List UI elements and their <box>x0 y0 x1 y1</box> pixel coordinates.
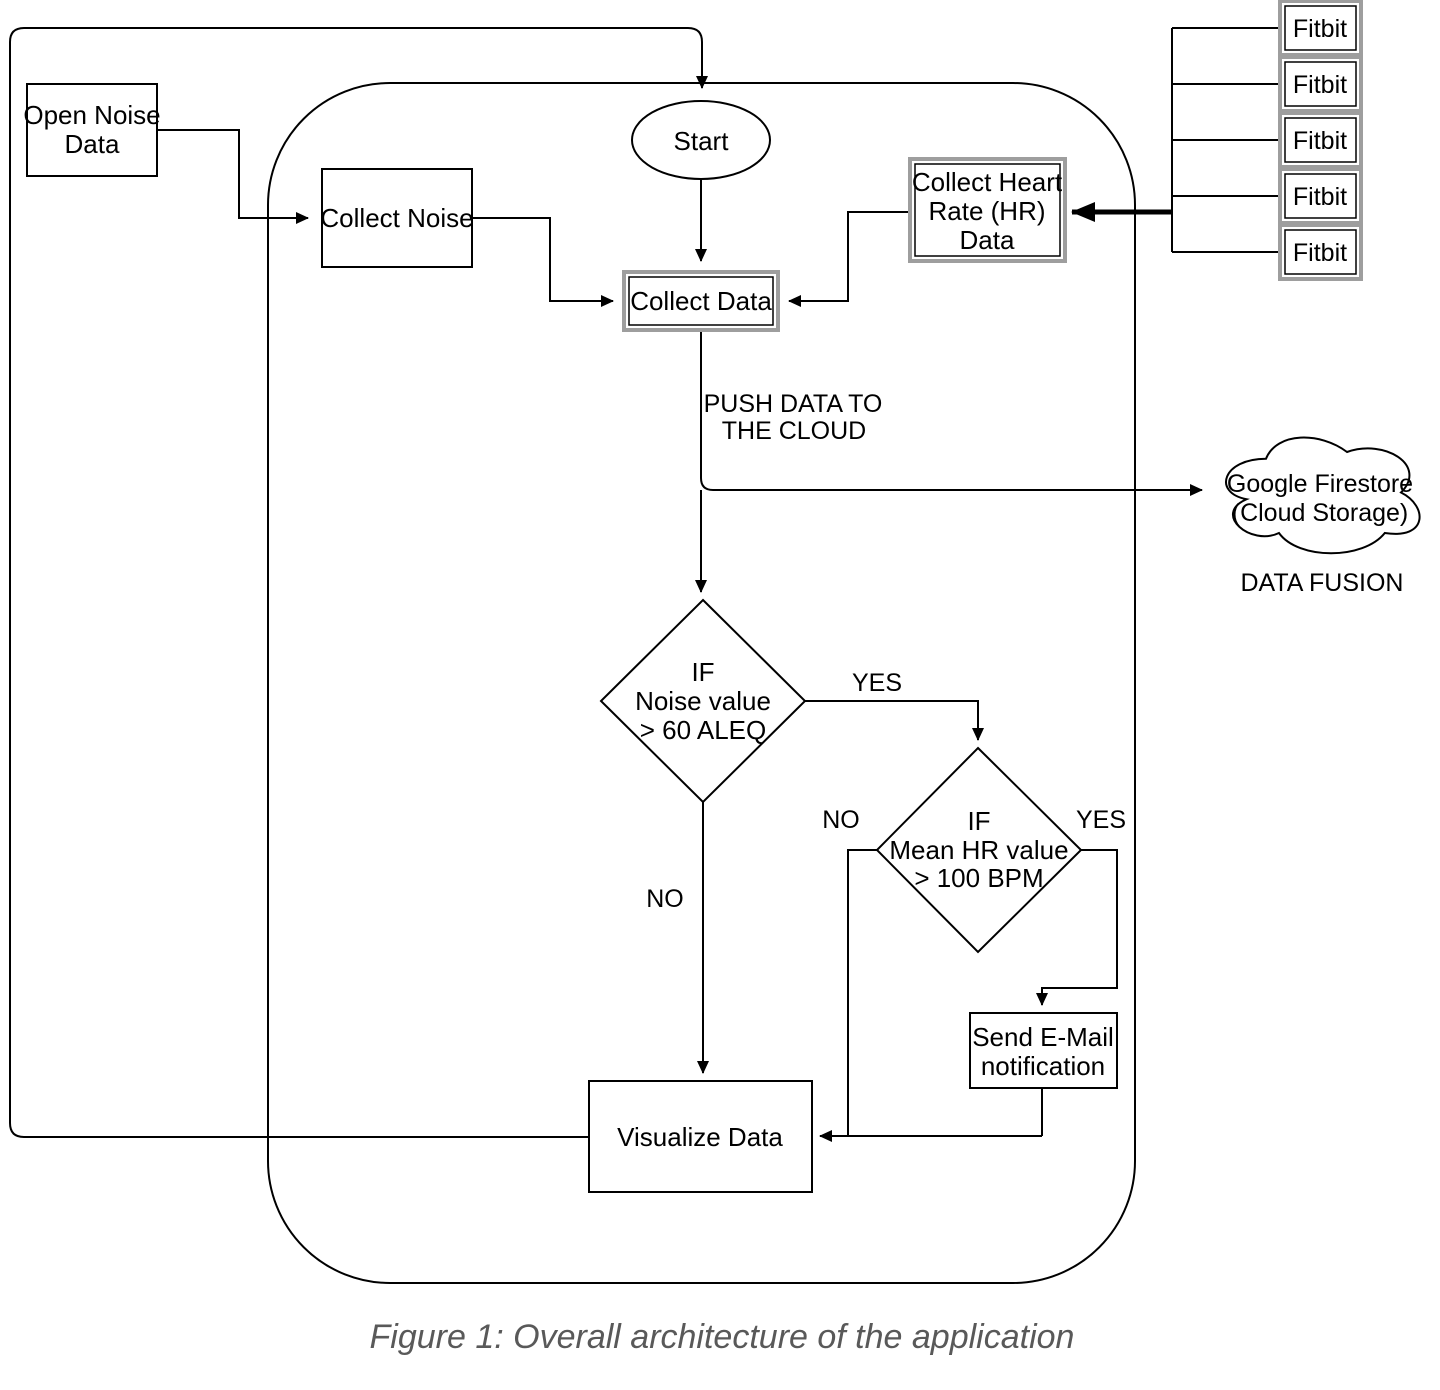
decision-noise-diamond <box>599 598 807 804</box>
edge-open-noise-to-collect-noise <box>157 129 309 224</box>
start-node: Start <box>631 100 771 180</box>
collect-data-label: Collect Data <box>630 286 772 316</box>
edge-collect-data-to-cloud <box>700 328 1203 496</box>
fitbit-node-4: Fitbit <box>1278 167 1363 225</box>
collect-noise-box <box>321 168 473 268</box>
fitbit-box-2-inner <box>1284 61 1357 107</box>
send-email-box <box>969 1012 1118 1089</box>
collect-hr-node: Collect Heart Rate (HR) Data <box>908 157 1067 263</box>
push-data-label-line1: PUSH DATA TO <box>704 390 883 418</box>
send-email-label-line1: Send E-Mail <box>972 1022 1114 1052</box>
fitbit-node-5: Fitbit <box>1278 223 1363 281</box>
open-noise-data-box <box>26 83 158 177</box>
push-data-label-line2: THE CLOUD <box>722 417 866 445</box>
visualize-data-node: Visualize Data <box>588 1080 813 1193</box>
collect-hr-box <box>914 163 1061 257</box>
decision-hr-node: IF Mean HR value > 100 BPM <box>875 746 1083 954</box>
edge-visualize-to-start-loop <box>9 27 708 1138</box>
collect-data-node: Collect Data <box>622 270 780 332</box>
fitbit-box-3 <box>1278 111 1363 169</box>
figure-caption: Figure 1: Overall architecture of the ap… <box>370 1318 1075 1356</box>
fitbit-label-1: Fitbit <box>1293 15 1347 43</box>
visualize-data-box <box>588 1080 813 1193</box>
fitbit-box-5 <box>1278 223 1363 281</box>
send-email-label-line2: notification <box>981 1051 1105 1081</box>
cloud-shape <box>1225 436 1421 555</box>
fitbit-box-1-inner <box>1284 5 1357 51</box>
decision-noise-node: IF Noise value > 60 ALEQ <box>599 598 807 804</box>
decision-hr-line1: IF <box>967 806 990 836</box>
collect-hr-label-line2: Rate (HR) <box>928 196 1045 226</box>
edge-decision-hr-yes <box>1036 849 1118 1006</box>
collect-noise-label: Collect Noise <box>320 203 473 233</box>
edge-decision-noise-yes <box>805 700 984 741</box>
fitbit-box-4-inner <box>1284 173 1357 219</box>
send-email-node: Send E-Mail notification <box>969 1012 1118 1089</box>
edge-collect-noise-to-collect-data <box>472 217 614 307</box>
fitbit-node-2: Fitbit <box>1278 55 1363 113</box>
fitbit-label-3: Fitbit <box>1293 127 1347 155</box>
decision-hr-no-label: NO <box>822 806 860 834</box>
visualize-data-label: Visualize Data <box>617 1122 783 1152</box>
data-fusion-label: DATA FUSION <box>1241 569 1404 597</box>
collect-hr-label-line3: Data <box>960 225 1015 255</box>
cloud-label-line1: Google Firestore <box>1227 470 1413 498</box>
decision-noise-line1: IF <box>691 657 714 687</box>
edge-collect-hr-to-collect-data <box>788 211 913 307</box>
collect-hr-label-line1: Collect Heart <box>912 167 1063 197</box>
decision-noise-line2: Noise value <box>635 686 771 716</box>
decision-hr-line2: Mean HR value <box>889 835 1068 865</box>
start-ellipse <box>631 100 771 180</box>
fitbit-label-2: Fitbit <box>1293 71 1347 99</box>
fitbit-box-4 <box>1278 167 1363 225</box>
decision-hr-line3: > 100 BPM <box>914 863 1043 893</box>
open-noise-data-label-line1: Open Noise <box>23 100 160 130</box>
collect-data-box <box>628 276 774 326</box>
decision-hr-yes-label: YES <box>1076 806 1126 834</box>
fitbit-box-5-inner <box>1284 229 1357 275</box>
collect-noise-node: Collect Noise <box>320 168 474 268</box>
collect-data-box-outer <box>622 270 780 332</box>
fitbit-label-4: Fitbit <box>1293 183 1347 211</box>
fitbit-label-5: Fitbit <box>1293 239 1347 267</box>
decision-noise-line3: > 60 ALEQ <box>640 715 766 745</box>
collect-hr-box-outer <box>908 157 1067 263</box>
fitbit-node-1: Fitbit <box>1278 0 1363 57</box>
google-firestore-cloud-node: Google Firestore (Cloud Storage) DATA FU… <box>1225 436 1421 597</box>
start-label: Start <box>674 126 730 156</box>
decision-noise-no-label: NO <box>646 885 684 913</box>
open-noise-data-label-line2: Data <box>65 129 120 159</box>
fitbit-box-3-inner <box>1284 117 1357 163</box>
decision-noise-yes-label: YES <box>852 669 902 697</box>
fitbit-node-3: Fitbit <box>1278 111 1363 169</box>
push-data-label: PUSH DATA TO THE CLOUD <box>704 390 883 445</box>
open-noise-data-node: Open Noise Data <box>23 83 161 177</box>
decision-hr-diamond <box>875 746 1083 954</box>
edge-decision-hr-no <box>847 849 877 1136</box>
cloud-label-line2: (Cloud Storage) <box>1232 499 1408 527</box>
